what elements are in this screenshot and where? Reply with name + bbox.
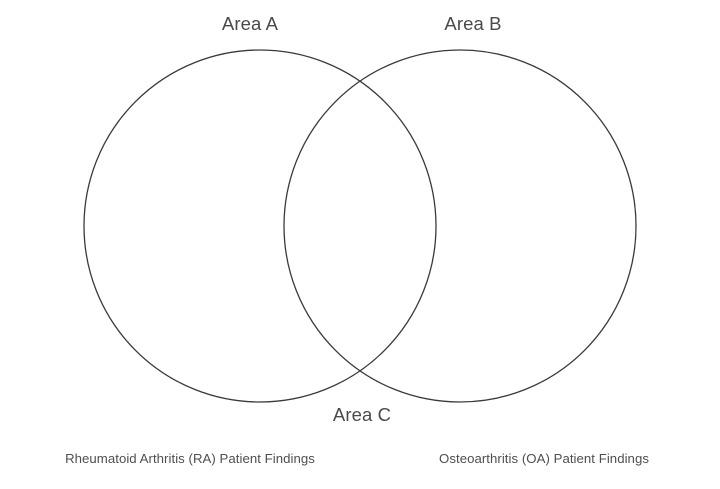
label-area-c: Area C [332, 404, 392, 425]
caption-left-set: Rheumatoid Arthritis (RA) Patient Findin… [65, 451, 315, 466]
label-area-a: Area A [221, 13, 279, 34]
label-area-b: Area B [444, 13, 502, 34]
venn-circle-right [283, 49, 637, 403]
caption-right-set: Osteoarthritis (OA) Patient Findings [439, 451, 649, 466]
venn-circle-left [83, 49, 437, 403]
